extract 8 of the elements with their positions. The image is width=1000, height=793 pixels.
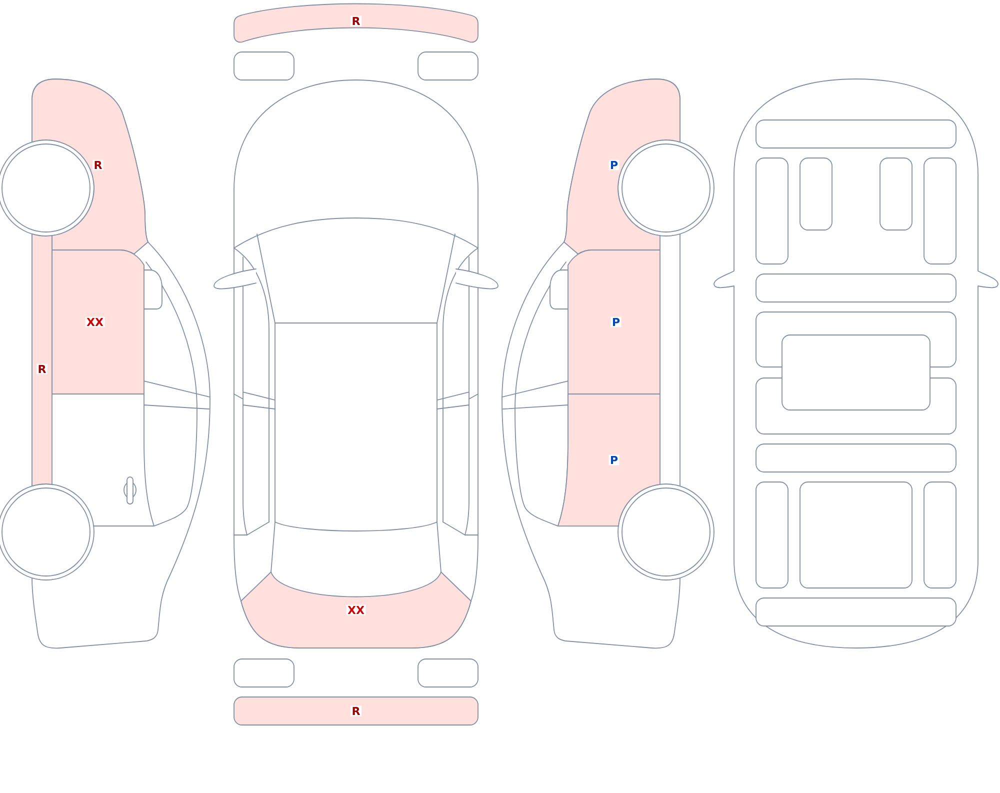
shaded-panel: XX bbox=[240, 572, 472, 648]
shaded-panel: R bbox=[234, 3, 478, 43]
shaded-panel: P bbox=[564, 78, 680, 254]
shaded-panel: P bbox=[568, 250, 660, 394]
shaded-panel: R bbox=[234, 696, 478, 726]
shaded-panel: R bbox=[32, 233, 52, 487]
shaded-panel: R bbox=[32, 78, 148, 254]
shaded-panel: P bbox=[558, 394, 660, 526]
